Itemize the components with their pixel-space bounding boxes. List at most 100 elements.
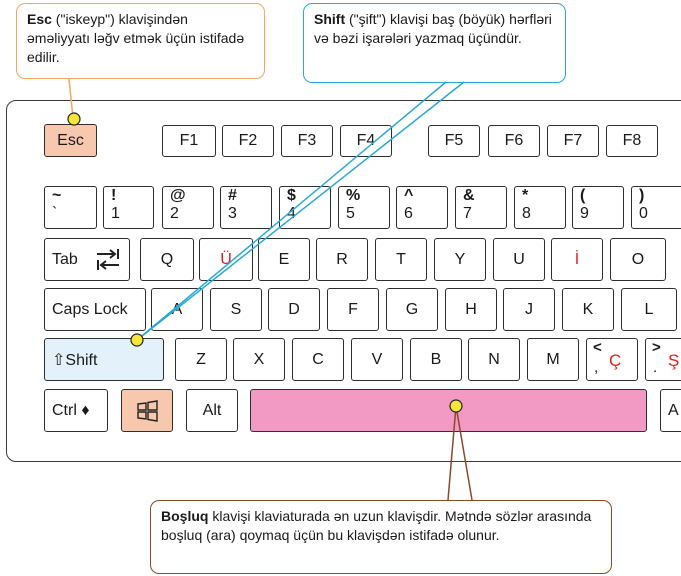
key-top-symbol: $	[287, 187, 296, 204]
key-5[interactable]: %5	[338, 186, 390, 229]
space-connector-line-2	[455, 405, 473, 501]
key-shift[interactable]: ⇧Shift	[44, 338, 164, 381]
key-2[interactable]: @2	[162, 186, 214, 229]
key-s-cedilla[interactable]: > . Ş	[645, 338, 681, 381]
key-label: L	[644, 300, 654, 318]
key-y[interactable]: Y	[434, 238, 486, 281]
shift-callout-text: ("şift") klavişi baş (böyük) hərfləri və…	[314, 11, 552, 46]
key-l[interactable]: L	[621, 288, 677, 331]
key-label: F6	[504, 132, 524, 149]
key-8[interactable]: *8	[514, 186, 566, 229]
key-i-dotted[interactable]: İ	[551, 238, 603, 281]
key-f8[interactable]: F8	[606, 125, 658, 157]
key-bottom-symbol: 0	[639, 205, 648, 222]
key-0[interactable]: )0	[631, 186, 681, 229]
key-f5[interactable]: F5	[428, 125, 480, 157]
key-windows[interactable]	[121, 389, 173, 432]
key-u[interactable]: U	[493, 238, 545, 281]
key-space[interactable]	[250, 389, 647, 432]
key-7[interactable]: &7	[455, 186, 507, 229]
key-top-symbol: ~	[52, 187, 62, 204]
key-label: R	[336, 250, 348, 268]
key-label: F7	[563, 132, 583, 149]
key-label: F8	[622, 132, 642, 149]
key-alt-label: Alt	[202, 401, 222, 419]
key-f2[interactable]: F2	[222, 125, 274, 157]
key-top-symbol: #	[228, 187, 237, 204]
key-3[interactable]: #3	[220, 186, 272, 229]
key-f3[interactable]: F3	[281, 125, 333, 157]
esc-callout-text: ("iskeyp") klavişindən əməliyyatı ləğv e…	[27, 11, 245, 65]
key-bottom-symbol: 6	[404, 205, 413, 222]
key-j[interactable]: J	[503, 288, 555, 331]
key-x[interactable]: X	[233, 338, 285, 381]
space-callout-title: Boşluq	[161, 508, 209, 524]
key-label: F2	[238, 132, 258, 149]
key-label: O	[631, 250, 645, 268]
key-label: Y	[454, 250, 466, 268]
key-label: Ü	[220, 250, 232, 268]
key-esc[interactable]: Esc	[44, 124, 97, 157]
key-alt-right-label: A	[668, 401, 679, 419]
key-r[interactable]: R	[316, 238, 368, 281]
key-n[interactable]: N	[468, 338, 520, 381]
key-tab[interactable]: Tab	[44, 238, 130, 281]
windows-logo-icon	[137, 399, 158, 422]
key-6[interactable]: ^6	[396, 186, 448, 229]
key-f1[interactable]: F1	[162, 125, 216, 157]
key-c-cedilla[interactable]: < , Ç	[586, 338, 638, 381]
key-f7[interactable]: F7	[547, 125, 599, 157]
key-o[interactable]: O	[610, 238, 666, 281]
key-label: B	[430, 350, 442, 368]
key-t[interactable]: T	[375, 238, 427, 281]
space-marker	[449, 399, 463, 413]
key-label: Ş	[668, 351, 680, 370]
key-m[interactable]: M	[527, 338, 579, 381]
key-d[interactable]: D	[268, 288, 320, 331]
key-f6[interactable]: F6	[488, 125, 540, 157]
key-1[interactable]: !1	[103, 186, 154, 229]
key-top-symbol: !	[111, 187, 117, 204]
space-callout: Boşluq klavişi klaviaturada ən uzun klav…	[150, 500, 612, 574]
key-g[interactable]: G	[386, 288, 438, 331]
key-bottom-symbol: 8	[522, 205, 531, 222]
key-caps-lock[interactable]: Caps Lock	[44, 288, 146, 331]
key-e[interactable]: E	[258, 238, 310, 281]
key-s[interactable]: S	[210, 288, 262, 331]
key-v[interactable]: V	[351, 338, 403, 381]
key-q[interactable]: Q	[140, 238, 194, 281]
key-bottom-symbol: 4	[287, 205, 296, 222]
space-callout-text: klavişi klaviaturada ən uzun klavişdir. …	[161, 508, 592, 543]
key-label: K	[582, 300, 594, 318]
key-u-umlaut[interactable]: Ü	[199, 238, 253, 281]
key-bottom-symbol: 1	[111, 205, 120, 222]
key-h[interactable]: H	[445, 288, 497, 331]
key-tilde[interactable]: ~`	[44, 186, 97, 229]
key-top-symbol: ^	[404, 187, 414, 204]
key-label: İ	[574, 250, 580, 268]
key-k[interactable]: K	[562, 288, 614, 331]
key-f4[interactable]: F4	[340, 125, 392, 157]
shift-marker	[130, 333, 144, 347]
key-label: F5	[444, 132, 464, 149]
esc-connector-line	[68, 78, 74, 119]
key-f[interactable]: F	[327, 288, 379, 331]
key-bottom-symbol: 5	[346, 205, 355, 222]
key-ctrl[interactable]: Ctrl ♦	[44, 389, 108, 432]
key-esc-label: Esc	[57, 131, 84, 149]
key-label: X	[253, 350, 265, 368]
key-alt-right[interactable]: A	[660, 389, 681, 432]
shift-connector-line-2	[136, 81, 465, 341]
shift-callout-title: Shift	[314, 11, 346, 27]
key-label: F1	[179, 132, 199, 149]
key-9[interactable]: (9	[572, 186, 624, 229]
key-alt[interactable]: Alt	[186, 389, 238, 432]
key-b[interactable]: B	[410, 338, 462, 381]
key-z[interactable]: Z	[175, 338, 227, 381]
key-label: F3	[297, 132, 317, 149]
key-label: H	[465, 300, 477, 318]
key-label: J	[525, 300, 533, 318]
key-bottom-symbol: ,	[594, 359, 599, 376]
key-top-symbol: <	[593, 339, 602, 356]
key-c[interactable]: C	[292, 338, 344, 381]
